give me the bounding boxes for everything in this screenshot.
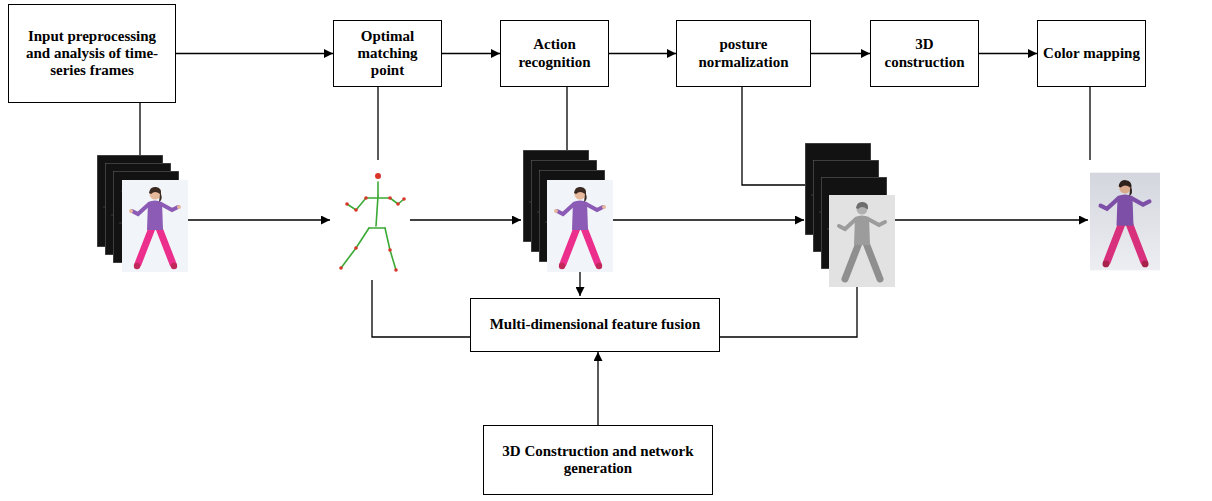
box-label: Input preprocessing and analysis of time… [14, 28, 170, 80]
process-box: Multi-dimensional feature fusion [470, 298, 720, 352]
process-box: Input preprocessing and analysis of time… [8, 4, 176, 103]
illustration-part [547, 180, 613, 272]
illustration-part [388, 196, 392, 200]
flow-arrow [609, 53, 676, 54]
illustration-part [372, 280, 470, 337]
flow-arrow [176, 53, 333, 54]
box-label: Action recognition [506, 36, 603, 71]
illustration-part [375, 173, 381, 179]
illustration-part [354, 208, 358, 212]
illustration-part [354, 246, 358, 250]
illustration-part [394, 268, 398, 272]
box-label: Optimal matching point [339, 28, 436, 80]
box-label: 3D Construction and network generation [489, 443, 707, 478]
color-model [1090, 173, 1160, 271]
illustration-part [385, 228, 396, 270]
process-box: 3D Construction and network generation [483, 425, 713, 495]
illustration-part [396, 202, 400, 206]
illustration-part [376, 196, 378, 226]
illustration-part [339, 266, 343, 270]
illustration-part [742, 85, 805, 185]
illustration-part [388, 248, 392, 252]
process-box: posture normalization [676, 20, 811, 87]
box-label: 3D construction [876, 36, 973, 71]
process-box: Color mapping [1037, 20, 1146, 87]
illustration-part [377, 182, 379, 196]
illustration-part [1089, 85, 1090, 160]
illustration-part [341, 228, 369, 268]
illustration-part [122, 180, 188, 272]
illustration-part [895, 219, 1088, 220]
illustration-part [613, 219, 804, 220]
flow-arrow [442, 53, 500, 54]
input-frames [97, 155, 188, 272]
process-box: 3D construction [870, 20, 979, 87]
pose-skeleton [341, 182, 404, 270]
picture-flow-arrows [188, 220, 1088, 337]
illustration-part [347, 198, 366, 210]
illustration-part [345, 202, 349, 206]
illustration-part [364, 196, 368, 200]
illustration-part [139, 100, 140, 155]
action-frames [523, 150, 613, 272]
illustration-part [566, 85, 567, 150]
posture-frames [805, 143, 895, 287]
leader-lines [140, 85, 1090, 185]
box-label: posture normalization [682, 36, 805, 71]
illustration-part [1090, 173, 1160, 271]
box-label: Color mapping [1043, 45, 1140, 62]
illustration-part [410, 219, 521, 220]
illustration-part [377, 85, 378, 160]
flow-arrow [979, 53, 1037, 54]
illustration-part [369, 227, 385, 229]
flow-arrow [597, 352, 598, 425]
illustration-part [188, 219, 330, 220]
illustration-part [829, 195, 895, 287]
illustration-part [579, 272, 580, 296]
process-box: Optimal matching point [333, 20, 442, 87]
illustration-part [402, 197, 406, 201]
skeleton-joints [339, 173, 406, 272]
process-box: Action recognition [500, 20, 609, 87]
box-label: Multi-dimensional feature fusion [490, 316, 701, 333]
flow-arrow [811, 53, 870, 54]
illustration-part [720, 287, 857, 337]
